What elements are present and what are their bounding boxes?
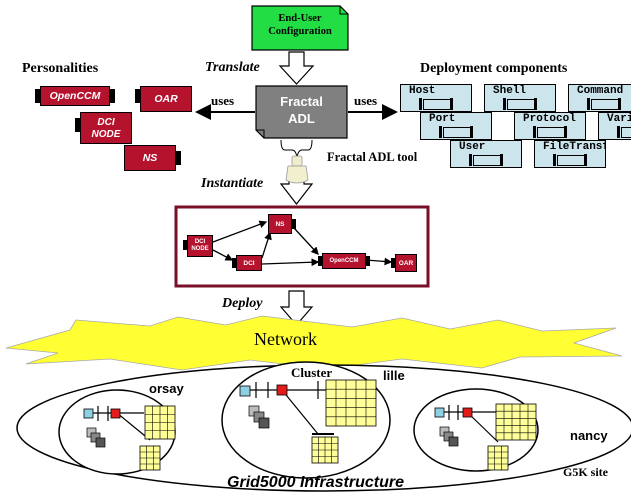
deploy-component-shell: Shell [484, 84, 556, 112]
interface-left [75, 118, 81, 132]
deploy-component-label: User [459, 141, 486, 153]
uses-left-label: uses [211, 93, 235, 108]
deploy-component-label: Host [409, 85, 436, 97]
fractal-adl-tool-icon [285, 155, 309, 184]
interface-left [587, 98, 590, 110]
fractal-adl-tool-label: Fractal ADL tool [327, 150, 418, 164]
interface-right [564, 126, 567, 138]
network-cloud [5, 315, 623, 371]
interface-left [553, 154, 556, 166]
assembly-opencm-interface-right [366, 256, 370, 266]
assembly-dci-node-interface [183, 240, 187, 250]
deploy-component-label: Port [429, 113, 456, 125]
interface-right [618, 98, 621, 110]
dci-node-line2: NODE [91, 129, 121, 140]
deploy-component-inner [537, 127, 565, 138]
deploy-component-inner [557, 155, 585, 166]
interface-left [469, 154, 472, 166]
assembly-opencm: OpenCCM [322, 253, 366, 269]
assembly-oar: OAR [395, 254, 417, 272]
end-user-line2: Configuration [268, 26, 332, 37]
interface-left [35, 89, 41, 103]
deploy-component-host: Host [400, 84, 472, 112]
deploy-component-variable: Variable [598, 112, 631, 140]
end-user-config-doc [251, 5, 349, 51]
assembly-dci-node-line2: NODE [191, 246, 209, 252]
deploy-component-port: Port [420, 112, 492, 140]
assembly-frame [174, 205, 430, 288]
interface-right [450, 98, 453, 110]
assembly-dci-interface [232, 258, 236, 268]
deploy-label: Deploy [222, 296, 263, 311]
g5k-site-label: G5K site [563, 465, 608, 479]
interface-right [175, 151, 181, 165]
translate-arrow [278, 51, 315, 85]
assembly-ns-interface [292, 219, 296, 229]
interface-left [135, 89, 141, 103]
interface-left [503, 98, 506, 110]
deploy-component-inner [443, 127, 471, 138]
deploy-component-command: Command [568, 84, 631, 112]
fractal-adl-doc [255, 85, 348, 139]
assembly-ns: NS [268, 214, 292, 234]
deployment-components-title: Deployment components [420, 61, 568, 76]
deploy-component-inner [423, 99, 451, 110]
site-nancy-label: nancy [570, 428, 608, 443]
fractal-adl-line1: Fractal [280, 94, 323, 109]
assembly-oar-interface [391, 258, 395, 268]
deploy-component-inner [507, 99, 535, 110]
end-user-config-label: End-User Configuration [252, 12, 348, 38]
assembly-opencm-interface-left [318, 256, 322, 266]
site-orsay-label: orsay [149, 381, 184, 396]
interface-right [534, 98, 537, 110]
interface-right [109, 89, 115, 103]
interface-left [533, 126, 536, 138]
deploy-component-label: FileTransfer [543, 141, 605, 153]
site-lille-label: lille [383, 368, 405, 383]
deploy-component-label: Protocol [523, 113, 576, 125]
deploy-component-filetransfer: FileTransfer [534, 140, 606, 168]
deploy-component-inner [621, 127, 631, 138]
fractal-adl-label: Fractal ADL [256, 93, 347, 127]
assembly-dci-node: DCI NODE [187, 235, 213, 257]
deploy-component-label: Variable [607, 113, 631, 125]
interface-left [419, 98, 422, 110]
deploy-arrow [279, 290, 314, 326]
network-label: Network [254, 329, 317, 349]
cluster-label: Cluster [291, 365, 333, 380]
deploy-component-label: Shell [493, 85, 527, 97]
instantiate-label: Instantiate [201, 176, 264, 191]
grid-title: Grid5000 Infrastructure [227, 474, 404, 491]
personality-oar-label: OAR [140, 86, 192, 112]
interface-right [470, 126, 473, 138]
interface-left [617, 126, 620, 138]
personality-ns-label: NS [124, 145, 176, 171]
deploy-component-label: Command [577, 85, 624, 97]
end-user-line1: End-User [278, 13, 322, 24]
deploy-component-user: User [450, 140, 522, 168]
personality-dci-node-label: DCI NODE [80, 112, 132, 144]
dci-node-line1: DCI [97, 117, 115, 128]
deploy-component-protocol: Protocol [514, 112, 586, 140]
deploy-component-inner [473, 155, 501, 166]
interface-right [500, 154, 503, 166]
assembly-dci: DCI [236, 255, 262, 271]
fractal-adl-line2: ADL [288, 111, 315, 126]
personalities-title: Personalities [22, 61, 99, 76]
deploy-component-inner [591, 99, 619, 110]
interface-right [584, 154, 587, 166]
assembly-dci-node-line1: DCI [194, 239, 206, 245]
interface-left [439, 126, 442, 138]
uses-right-label: uses [354, 93, 378, 108]
personality-opencm-label: OpenCCM [40, 86, 110, 106]
adl-tool-brace [280, 139, 313, 159]
translate-label: Translate [205, 60, 260, 75]
